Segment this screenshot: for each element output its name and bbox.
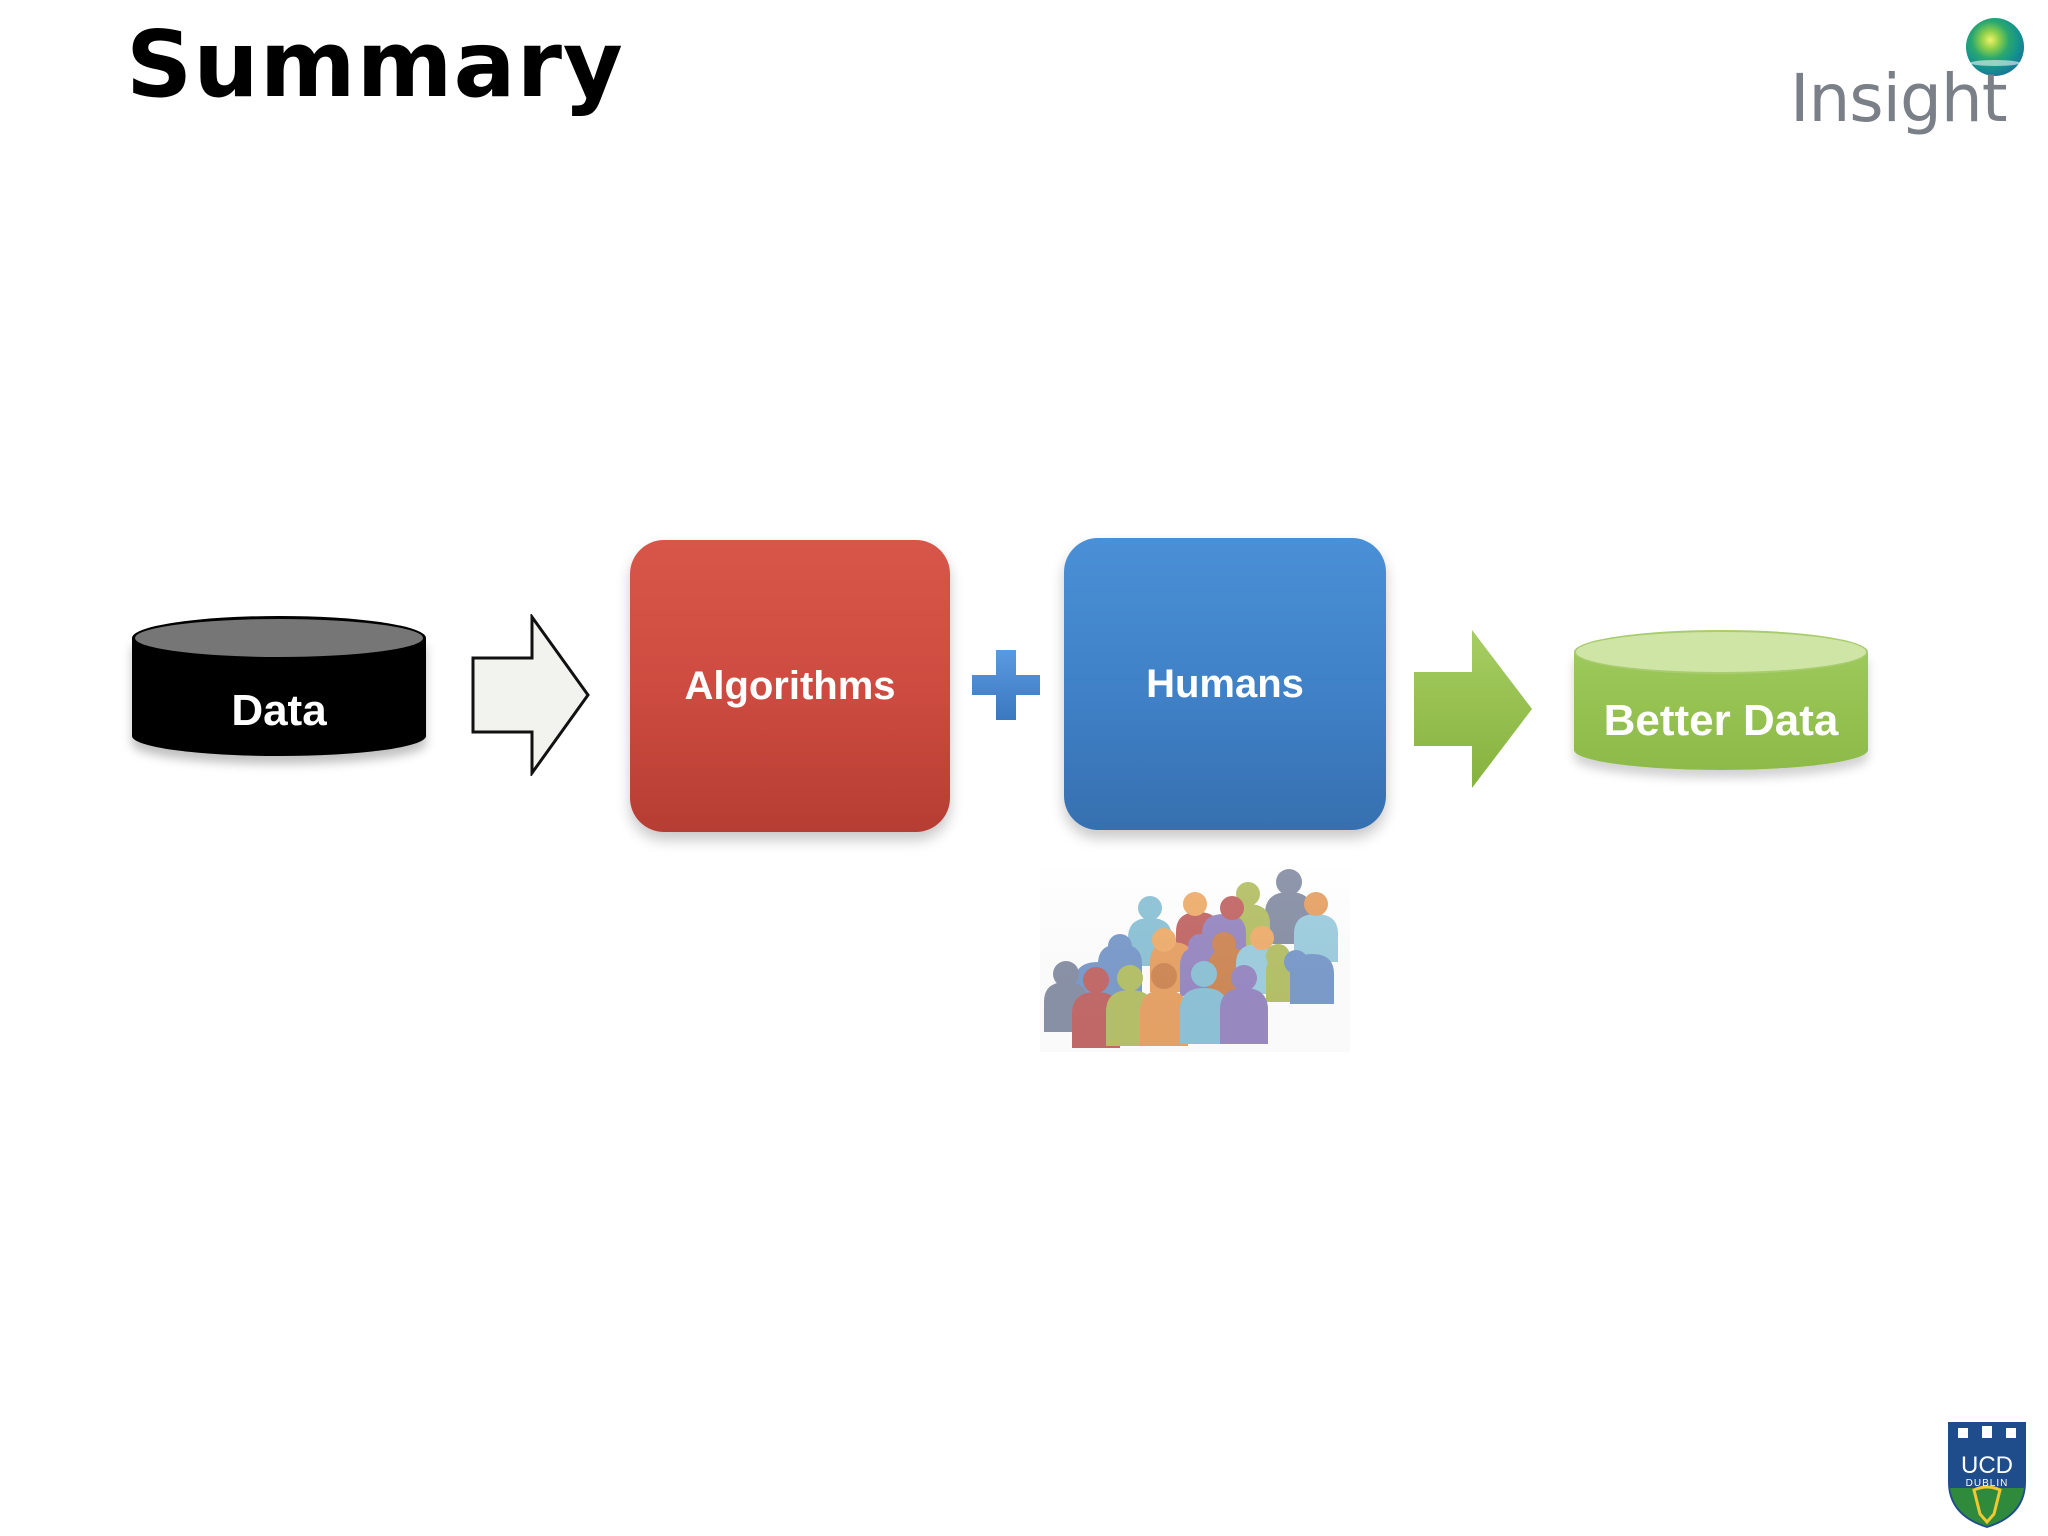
ucd-crest-text: UCD [1961,1452,2013,1479]
algorithms-label: Algorithms [684,664,896,708]
humans-box: Humans [1064,538,1386,830]
algorithms-box: Algorithms [630,540,950,832]
data-cylinder-top [132,616,426,660]
humans-label: Humans [1146,662,1304,706]
data-cylinder: Data [132,616,426,776]
slide-title: Summary [126,11,624,118]
better-data-cylinder: Better Data [1574,630,1868,790]
crowd-of-people-icon [1040,862,1350,1052]
data-label: Data [231,686,327,735]
ucd-crest-subtext: DUBLIN [1965,1478,2009,1489]
better-data-cylinder-top [1574,630,1868,674]
green-arrow-icon [1414,630,1532,788]
ucd-crest-logo: UCD DUBLIN [1946,1420,2028,1530]
insight-logo: Insight [1790,18,2030,148]
better-data-label: Better Data [1603,696,1839,745]
plus-icon [972,650,1040,720]
insight-logo-text: Insight [1790,60,2008,137]
white-arrow-icon [471,614,590,776]
insight-orb-icon [1966,18,2024,76]
ucd-shield-icon [1948,1422,2026,1528]
